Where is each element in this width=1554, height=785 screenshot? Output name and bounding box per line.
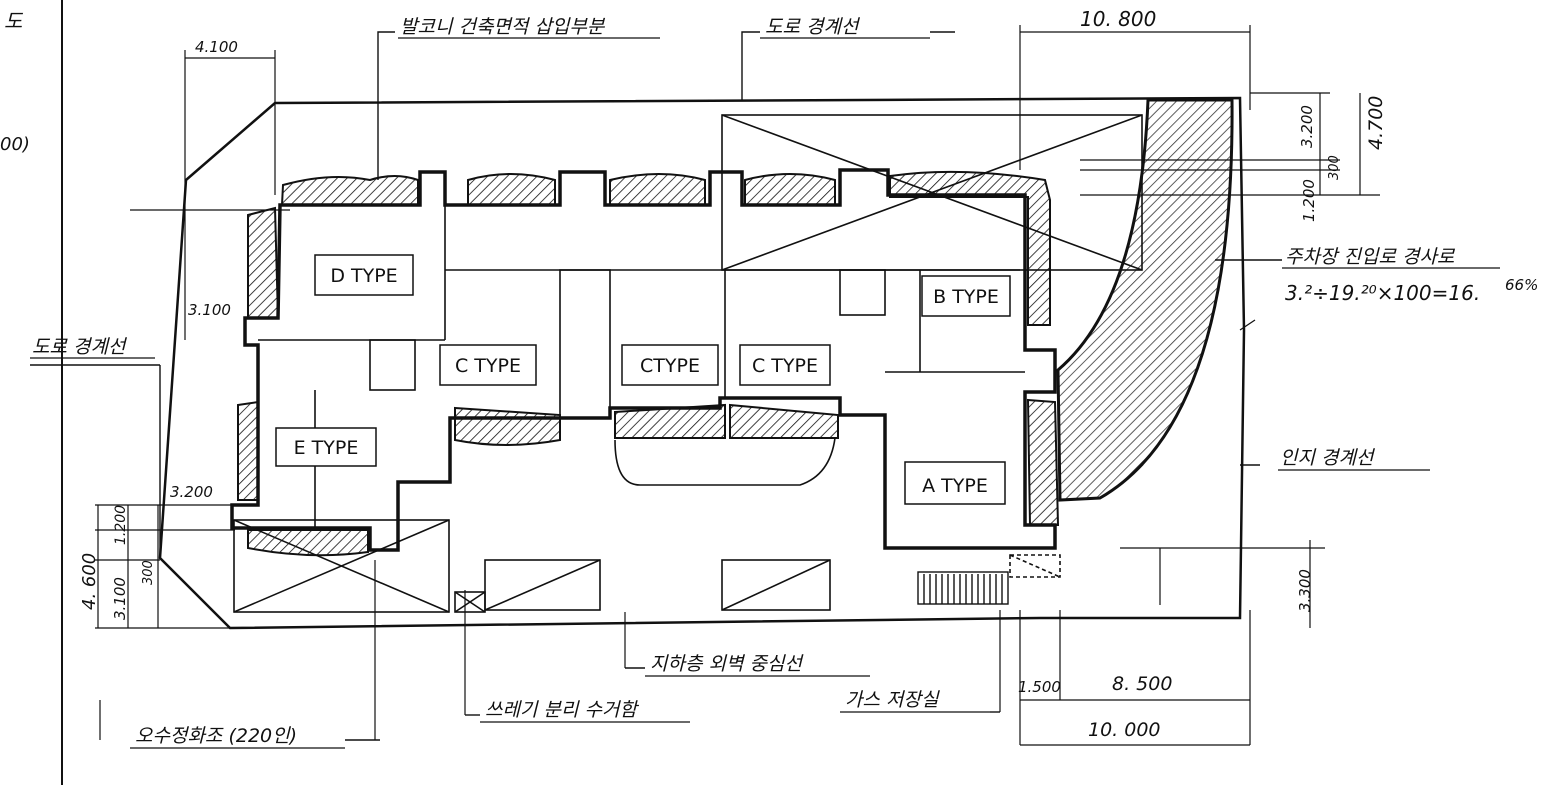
note-road-boundary-left: 도로 경계선 (32, 336, 128, 358)
note-site-boundary: 인지 경계선 (1280, 447, 1376, 469)
unit-label-c2: CTYPE (640, 355, 700, 377)
dim-right-300: 300 (1327, 155, 1342, 180)
balcony-left-lower (237, 400, 259, 501)
dim-bottom-10000: 10. 000 (1088, 719, 1161, 741)
dim-left-3100-upper: 3.100 (188, 301, 231, 319)
unit-labels: D TYPE E TYPE C TYPE CTYPE C TYPE B TYPE… (275, 254, 1011, 505)
note-underlines (30, 37, 1500, 749)
balcony-c3-bottom (729, 403, 839, 439)
dim-right-1200: 1.200 (1300, 179, 1318, 222)
note-septic-tank: 오수정화조 (220인) (135, 725, 297, 747)
dim-top-right: 10. 800 (1080, 7, 1156, 31)
balcony-c1-bottom (454, 406, 561, 446)
unit-label-e: E TYPE (294, 437, 359, 459)
parking-ramp (1056, 98, 1234, 502)
entrance-stairs (917, 571, 1009, 605)
building-outline (230, 168, 1057, 552)
balcony-group (237, 170, 1060, 557)
unit-box-d (314, 254, 414, 296)
curved-balcony-outline (614, 437, 836, 486)
corner-text-left: 00) (0, 134, 30, 155)
dimension-lines (95, 25, 1380, 746)
unit-box-a (904, 461, 1006, 505)
dim-right-3200: 3.200 (1298, 105, 1316, 148)
core-stair-2 (839, 269, 886, 316)
unit-label-c3: C TYPE (752, 355, 818, 377)
balcony-right-lower (1026, 398, 1060, 526)
site-boundary-outline (158, 96, 1246, 630)
dim-right-4700: 4.700 (1365, 96, 1387, 150)
core-stair-1 (559, 269, 611, 419)
corner-text-top: 도 (4, 9, 24, 33)
dim-left-300: 300 (141, 560, 156, 585)
unit-box-c2 (621, 344, 719, 386)
unit-box-b (921, 275, 1011, 317)
note-parking-ramp: 주차장 진입로 경사로 (1285, 246, 1456, 268)
parking-bottom-center (484, 559, 601, 611)
note-ramp-formula: 3.²÷19.²⁰×100=16. (1285, 281, 1480, 305)
balcony-c2-bottom (614, 403, 726, 439)
unit-label-a: A TYPE (922, 475, 988, 497)
dim-bottom-1500: 1.500 (1018, 678, 1061, 696)
balcony-top-5 (889, 170, 1051, 326)
balcony-top-2 (467, 173, 556, 206)
parking-bottom-left (233, 519, 450, 613)
dim-top-left: 4.100 (195, 38, 238, 56)
note-basement-wall: 지하층 외벽 중심선 (650, 653, 804, 675)
balcony-top-4 (744, 173, 836, 206)
dimension-texts: 4.100 10. 800 3.200 300 1.200 4.700 3.10… (79, 7, 1387, 741)
unit-box-c3 (739, 344, 831, 386)
balcony-bottom-left (247, 529, 369, 557)
note-leaders (30, 31, 1282, 741)
dim-left-3100-lower: 3.100 (111, 577, 129, 620)
dim-bottom-8500: 8. 500 (1112, 673, 1172, 695)
dim-left-1200: 1.200 (113, 505, 129, 545)
note-waste-room: 쓰레기 분리 수거함 (485, 699, 639, 721)
balcony-top-3 (609, 173, 706, 206)
balcony-top-1 (280, 175, 419, 206)
dim-left-3200: 3.200 (170, 483, 213, 501)
note-balcony: 발코니 건축면적 삽입부분 (400, 16, 606, 38)
dim-left-4600: 4. 600 (79, 553, 100, 610)
unit-label-c1: C TYPE (455, 355, 521, 377)
gas-storage-box (1009, 554, 1061, 578)
parking-bottom-right (721, 559, 831, 611)
note-gas-storage: 가스 저장실 (845, 689, 940, 711)
unit-label-b: B TYPE (933, 286, 999, 308)
unit-label-d: D TYPE (330, 265, 397, 287)
waste-room-box (454, 591, 486, 613)
note-road-boundary-top: 도로 경계선 (765, 16, 861, 38)
unit-box-c1 (439, 344, 537, 386)
note-ramp-formula-sup: 66% (1505, 276, 1538, 294)
unit-box-e (275, 427, 377, 467)
core-stair-3 (369, 339, 416, 391)
balcony-left-upper (247, 206, 280, 319)
dim-right-bottom-3300: 3.300 (1296, 569, 1314, 612)
annotations: 발코니 건축면적 삽입부분 도로 경계선 도로 경계선 인지 경계선 주차장 진… (0, 9, 1538, 747)
